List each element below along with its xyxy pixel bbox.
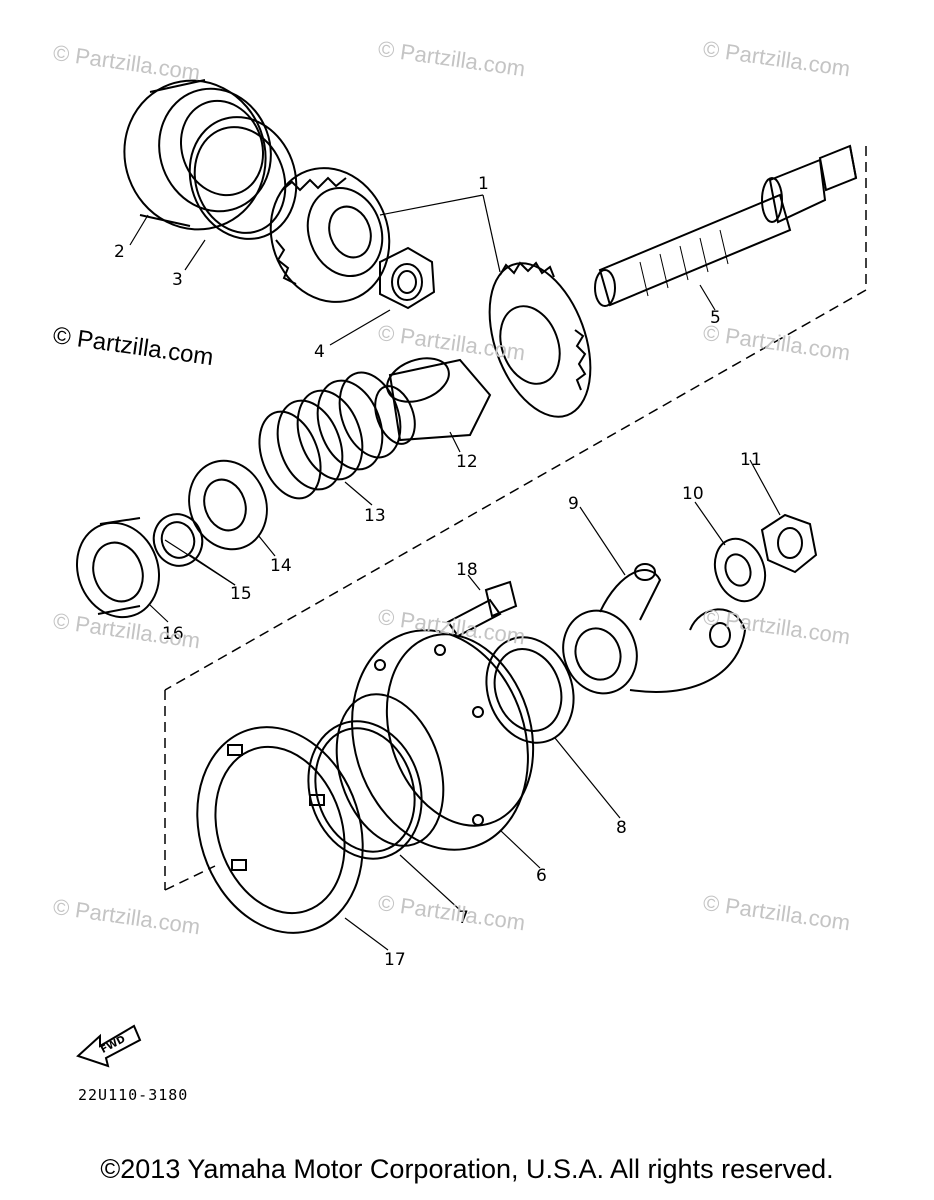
part-1-bevel-gear-pinion[interactable]	[252, 151, 408, 318]
fwd-arrow-icon: FWD	[76, 1024, 142, 1068]
callout-6: 6	[536, 866, 547, 886]
callout-7: 7	[458, 908, 469, 928]
part-17-plate[interactable]	[171, 705, 388, 954]
part-6-housing[interactable]	[318, 607, 557, 873]
part-8-oil-seal[interactable]	[472, 625, 588, 755]
part-1-bevel-gear-ring[interactable]	[470, 249, 609, 430]
callout-4: 4	[314, 342, 325, 362]
part-7-o-ring[interactable]	[291, 706, 439, 873]
copyright-notice: ©2013 Yamaha Motor Corporation, U.S.A. A…	[100, 1154, 834, 1184]
callout-1: 1	[478, 174, 489, 194]
callout-12: 12	[456, 452, 478, 472]
callout-8: 8	[616, 818, 627, 838]
callout-15: 15	[230, 584, 252, 604]
part-16-bearing[interactable]	[64, 511, 172, 629]
part-10-washer[interactable]	[707, 532, 774, 609]
callout-16: 16	[162, 624, 184, 644]
part-12-cam[interactable]	[368, 350, 492, 449]
callout-11: 11	[740, 450, 762, 470]
part-15-circlip[interactable]	[147, 507, 210, 572]
part-11-nut[interactable]	[760, 513, 818, 574]
callout-3: 3	[172, 270, 183, 290]
part-18-bolt[interactable]	[446, 580, 518, 638]
assembly-outline	[164, 146, 867, 891]
callout-17: 17	[384, 950, 406, 970]
part-4-nut[interactable]	[379, 246, 436, 310]
part-13-spring[interactable]	[248, 364, 411, 507]
callout-2: 2	[114, 242, 125, 262]
callout-14: 14	[270, 556, 292, 576]
callout-5: 5	[710, 308, 721, 328]
part-5-shaft[interactable]	[594, 144, 858, 307]
part-3-shim[interactable]	[173, 102, 313, 254]
part-14-washer[interactable]	[177, 450, 279, 561]
callout-10: 10	[682, 484, 704, 504]
part-9-yoke[interactable]	[552, 563, 747, 704]
callout-9: 9	[568, 494, 579, 514]
callout-18: 18	[456, 560, 478, 580]
diagram-code: 22U110-3180	[78, 1086, 189, 1104]
leader-lines	[129, 194, 781, 951]
callout-13: 13	[364, 506, 386, 526]
part-2-bearing[interactable]	[104, 61, 288, 250]
